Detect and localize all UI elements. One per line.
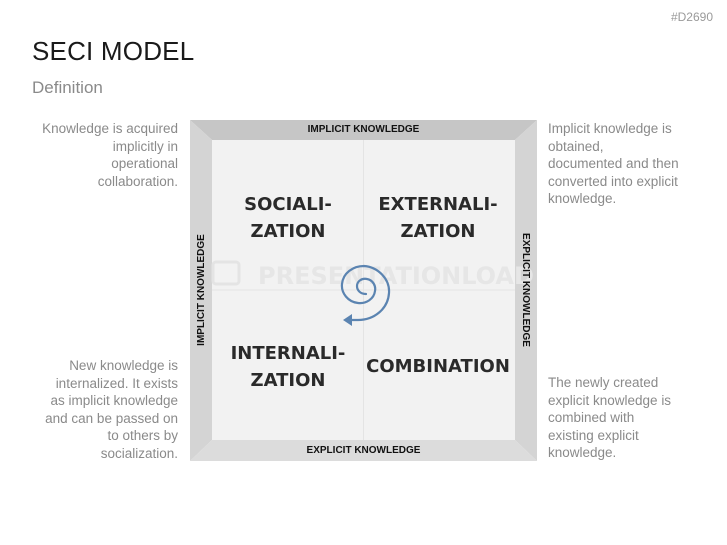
note-line: operational: [111, 156, 178, 171]
frame-top: [190, 120, 537, 140]
note-line: explicit knowledge is: [548, 392, 672, 408]
note-line: and can be passed on: [45, 410, 178, 426]
quadrant-externalization-line2: ZATION: [401, 221, 476, 242]
edge-label-left: IMPLICIT KNOWLEDGE: [196, 234, 207, 346]
note-combination: The newly created explicit knowledge is …: [548, 374, 698, 462]
note-line: knowledge.: [548, 445, 617, 460]
note-line: obtained,: [548, 138, 604, 154]
frame-bottom: [190, 440, 537, 461]
note-socialization: Knowledge is acquired implicitly in oper…: [28, 120, 178, 190]
note-line: existing explicit: [548, 427, 639, 443]
note-line: implicitly in: [112, 138, 178, 154]
slide-subtitle: Definition: [32, 78, 103, 97]
note-line: knowledge.: [548, 191, 617, 206]
watermark-text: PRESENTATIONLOAD: [258, 262, 534, 290]
spiral-arrow-icon: [340, 264, 391, 326]
watermark: PRESENTATIONLOAD: [211, 260, 534, 290]
note-line: Implicit knowledge is: [548, 121, 672, 136]
note-line: internalized. It exists: [55, 375, 178, 391]
note-line: socialization.: [100, 445, 178, 461]
frame-right: [515, 120, 537, 461]
note-line: Knowledge is acquired: [42, 121, 178, 136]
edge-label-top: IMPLICIT KNOWLEDGE: [308, 124, 420, 135]
quadrant-internalization-line2: ZATION: [251, 370, 326, 391]
note-line: to others by: [107, 428, 178, 443]
note-externalization: Implicit knowledge is obtained, document…: [548, 120, 698, 208]
quadrant-combination: COMBINATION: [366, 356, 510, 377]
note-line: collaboration.: [97, 173, 178, 189]
note-line: combined with: [548, 410, 635, 425]
quadrant-externalization-line1: EXTERNALI-: [378, 194, 497, 215]
note-line: as implicit knowledge: [50, 393, 178, 408]
quadrant-socialization-line2: ZATION: [251, 221, 326, 242]
note-line: The newly created: [548, 375, 659, 390]
edge-label-bottom: EXPLICIT KNOWLEDGE: [307, 445, 421, 456]
slide-title: SECI MODEL: [32, 36, 195, 66]
frame-left: [190, 120, 212, 461]
quadrant-internalization-line1: INTERNALI-: [231, 343, 346, 364]
edge-label-right: EXPLICIT KNOWLEDGE: [520, 233, 531, 347]
note-internalization: New knowledge is internalized. It exists…: [28, 357, 178, 462]
note-line: New knowledge is: [69, 358, 178, 373]
note-line: converted into explicit: [548, 173, 678, 189]
quadrant-socialization-line1: SOCIALI-: [244, 194, 332, 215]
watermark-logo-icon: [211, 260, 241, 286]
slide-id-tag: #D2690: [670, 10, 713, 24]
note-line: documented and then: [548, 156, 679, 171]
